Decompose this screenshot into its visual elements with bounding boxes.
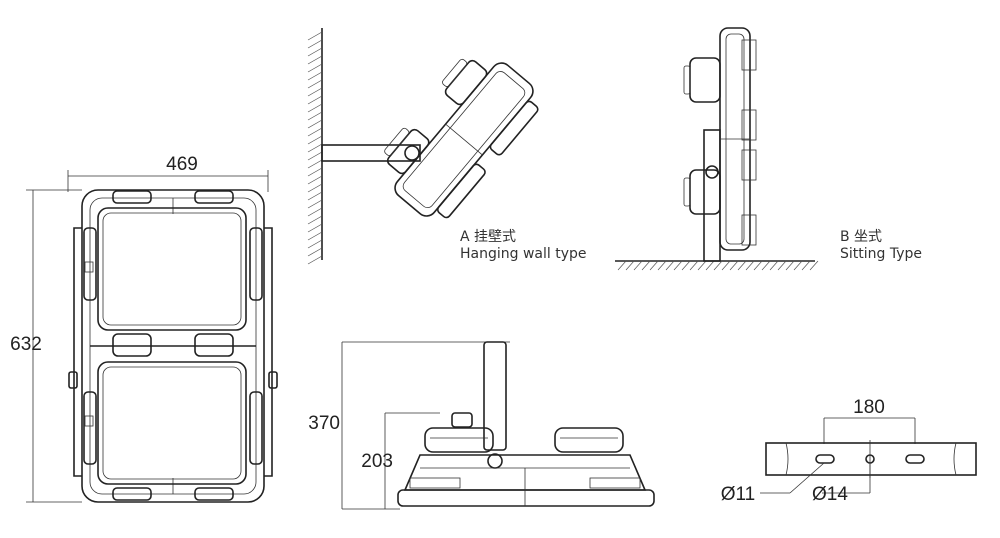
wall-mount-view: A 挂壁式 Hanging wall type	[307, 28, 587, 265]
tilted-luminaire	[384, 58, 539, 219]
lower-lens	[97, 361, 247, 485]
bracket-plate	[765, 442, 977, 476]
wall-caption-subtitle: Hanging wall type	[460, 246, 587, 262]
wall-caption-title: A 挂壁式	[460, 229, 516, 245]
ground-hatching	[617, 260, 819, 271]
slot-label: Ø11	[721, 484, 756, 505]
width-dimension: 469	[67, 154, 269, 192]
hole-label: Ø14	[812, 484, 848, 505]
right-slot	[905, 454, 925, 464]
front-housing-outline	[81, 189, 265, 503]
hole-spacing-label: 180	[853, 397, 885, 418]
width-label: 469	[166, 154, 198, 175]
left-slot	[815, 454, 835, 464]
support-post	[703, 129, 721, 262]
total-height-label: 370	[308, 413, 340, 434]
sitting-caption-title: B 坐式	[840, 229, 882, 245]
wall-hatching	[307, 31, 323, 265]
sitting-view: B 坐式 Sitting Type	[615, 27, 922, 271]
elevation-view: 370 203	[308, 341, 655, 510]
body-height-label: 203	[361, 451, 393, 472]
height-dimension: 632	[10, 189, 82, 503]
front-view: 469 632	[10, 154, 278, 503]
mount-arm	[321, 144, 421, 162]
elevation-post	[483, 341, 507, 451]
bracket-detail: 180 Ø11 Ø14	[721, 397, 977, 505]
sitting-caption-subtitle: Sitting Type	[840, 246, 922, 262]
upper-lens	[97, 207, 247, 331]
height-label: 632	[10, 334, 42, 355]
